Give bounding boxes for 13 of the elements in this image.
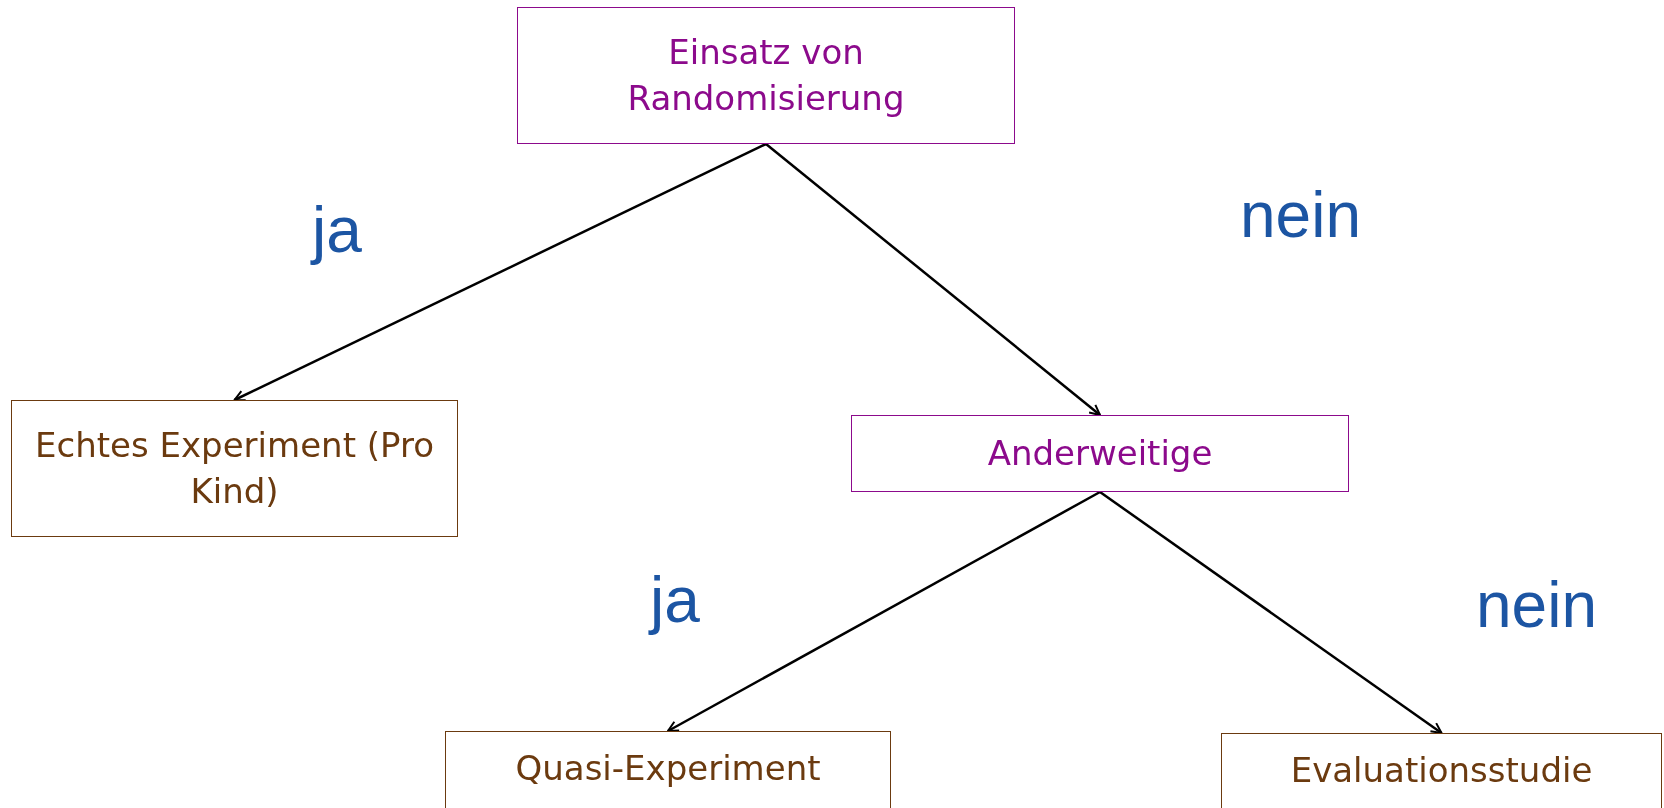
box-label: Echtes Experiment (Pro Kind)	[34, 423, 435, 513]
arrow	[667, 490, 1101, 733]
box-label: Anderweitige	[987, 431, 1213, 475]
process-box	[11, 400, 458, 537]
arrow	[1099, 490, 1443, 735]
process-box	[851, 415, 1349, 492]
arrow	[233, 142, 767, 402]
process-box	[445, 731, 891, 808]
box-label: Quasi-Experiment	[515, 747, 821, 790]
arrow	[765, 143, 1101, 416]
process-box	[517, 7, 1015, 144]
box-label: Einsatz von Randomisierung	[626, 30, 906, 120]
box-label: Evaluationsstudie	[1290, 749, 1593, 792]
